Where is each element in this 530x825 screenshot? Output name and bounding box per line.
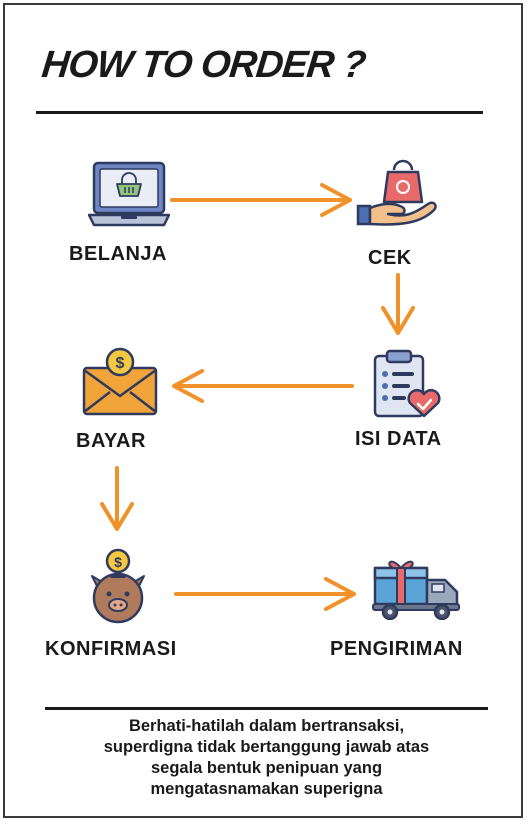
hand-shopping-bag-icon <box>356 159 437 226</box>
page-frame <box>3 3 523 818</box>
arrow-konfirmasi-to-pengiriman <box>174 577 356 611</box>
disclaimer-line: mengatasnamakan superigna <box>150 780 383 798</box>
step-label-pengiriman: PENGIRIMAN <box>330 638 463 660</box>
money-envelope-icon: $ <box>82 347 158 416</box>
arrow-bayar-to-konfirmasi <box>100 466 134 531</box>
step-label-cek: CEK <box>368 247 412 269</box>
title-divider <box>36 111 483 114</box>
arrow-isi-data-to-bayar <box>172 369 354 403</box>
step-label-bayar: BAYAR <box>76 430 146 452</box>
disclaimer-line: Berhati-hatilah dalam bertransaksi, <box>128 717 405 735</box>
step-label-konfirmasi: KONFIRMASI <box>45 638 177 660</box>
step-label-isi-data: ISI DATA <box>355 428 442 450</box>
svg-text:$: $ <box>114 554 122 570</box>
clipboard-checklist-icon <box>373 349 441 418</box>
laptop-cart-icon <box>88 161 170 227</box>
svg-text:$: $ <box>116 355 125 372</box>
step-label-belanja: BELANJA <box>69 243 167 265</box>
arrow-belanja-to-cek <box>170 183 352 217</box>
disclaimer-line: segala bentuk penipuan yang <box>150 759 383 777</box>
arrow-cek-to-isi-data <box>381 273 415 335</box>
delivery-truck-gift-icon <box>372 560 460 620</box>
disclaimer-line: superdigna tidak bertanggung jawab atas <box>103 738 430 756</box>
disclaimer-divider <box>45 707 488 710</box>
disclaimer-text: Berhati-hatilah dalam bertransaksi, supe… <box>45 716 488 800</box>
piggy-bank-coin-icon: $ <box>91 548 145 624</box>
